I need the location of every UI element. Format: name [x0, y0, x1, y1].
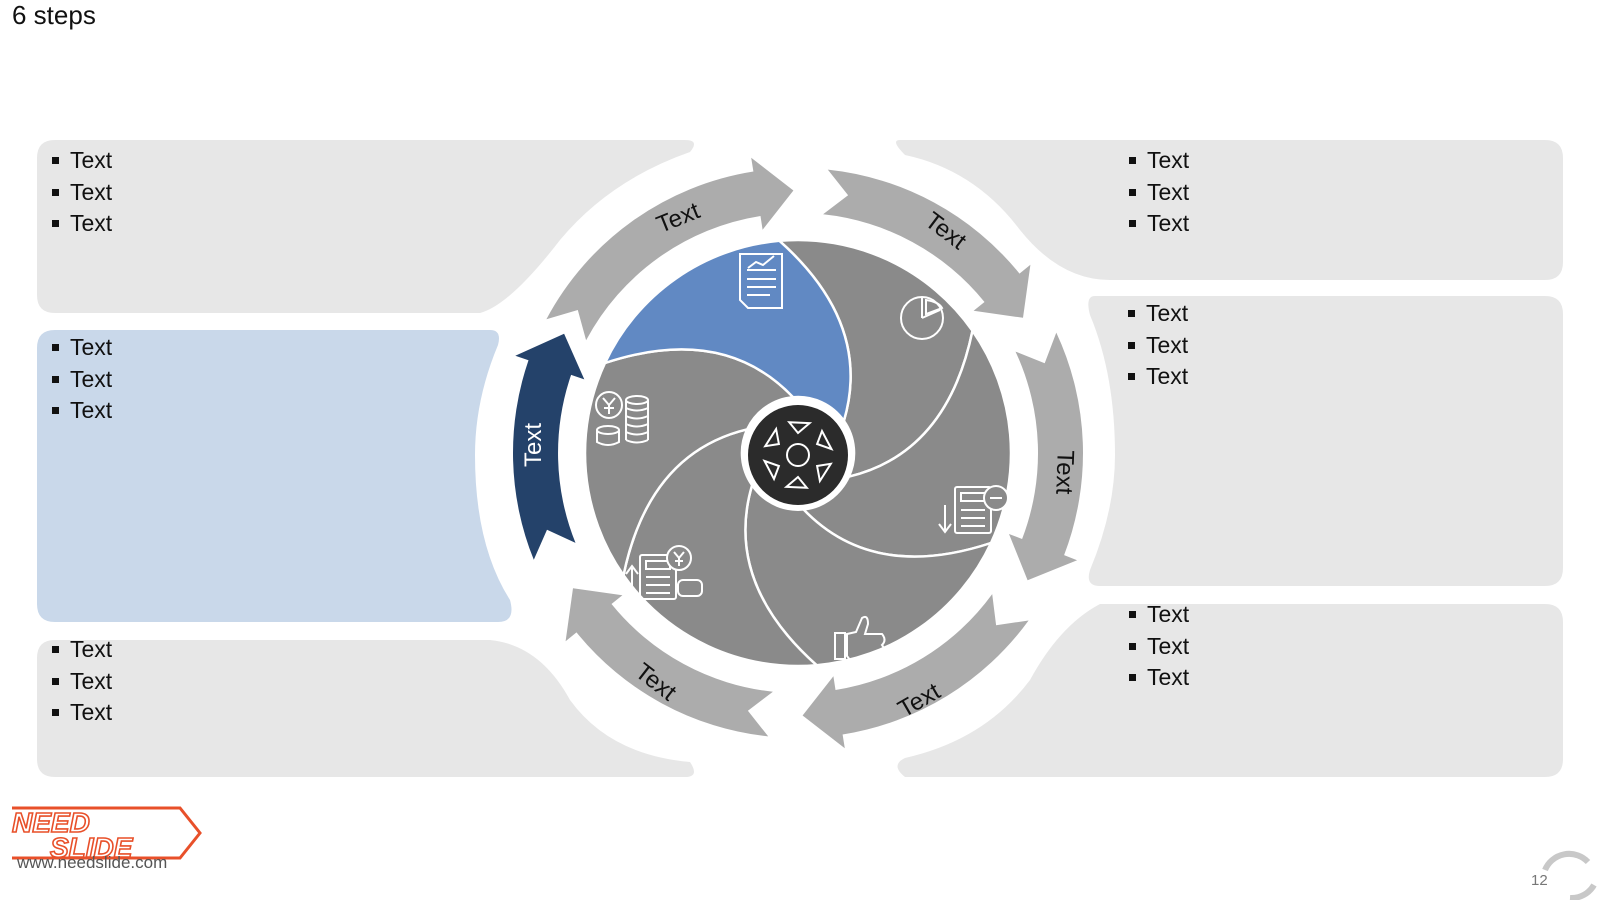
list-item: Text — [1127, 662, 1189, 694]
list-item: Text — [1127, 145, 1189, 177]
list-item: Text — [1127, 631, 1189, 663]
page-number: 12 — [1531, 872, 1548, 889]
outer-arrow-1 — [546, 157, 794, 341]
list-item: Text — [50, 634, 112, 666]
panel-top-left-shape — [37, 140, 694, 313]
panel-bottom-right-shape — [897, 604, 1563, 777]
brand-url: www.needslide.com — [17, 853, 168, 872]
panel-mid-left-shape — [37, 330, 512, 622]
hub — [748, 405, 848, 505]
pie-chart-icon — [900, 296, 944, 340]
hub-arrow — [763, 426, 781, 448]
panel-bottom-left-shape — [37, 640, 694, 777]
panel-mid-right: Text Text Text — [1126, 298, 1188, 393]
panel-top-right: Text Text Text — [1127, 145, 1189, 240]
list-item: Text — [50, 697, 112, 729]
hub-arrow — [815, 462, 833, 484]
list-item: Text — [1126, 330, 1188, 362]
calculator-yen-icon — [625, 545, 703, 600]
list-item: Text — [1127, 208, 1189, 240]
hub-arrow — [787, 421, 813, 435]
panel-top-left: Text Text Text — [50, 145, 112, 240]
thumbs-up-icon — [834, 615, 886, 661]
outer-arrow-ring — [512, 157, 1084, 749]
page-badge — [1542, 850, 1597, 900]
outer-arrow-4 — [802, 594, 1029, 749]
panel-top-right-shape — [896, 140, 1563, 280]
ring-label-3: Text — [1050, 450, 1079, 495]
list-item: Text — [1127, 599, 1189, 631]
list-item: Text — [50, 395, 112, 427]
svg-text:SLIDE: SLIDE — [50, 832, 134, 863]
list-item: Text — [50, 666, 112, 698]
calculator-minus-icon — [938, 485, 1009, 534]
outer-arrow-6 — [512, 333, 585, 560]
outer-arrow-5 — [565, 588, 773, 737]
slide-title: 6 steps — [12, 0, 96, 30]
list-item: Text — [50, 332, 112, 364]
panel-bottom-right: Text Text Text — [1127, 599, 1189, 694]
panel-mid-right-shape — [1088, 296, 1563, 586]
hub-arrow — [783, 475, 809, 489]
outer-arrow-3 — [1009, 332, 1084, 581]
gear-cycle-icon — [762, 421, 834, 489]
swirl-blades — [583, 238, 1013, 668]
needslide-logo: NEED SLIDE — [11, 806, 202, 864]
list-item: Text — [1126, 361, 1188, 393]
list-item: Text — [50, 177, 112, 209]
list-item: Text — [1126, 298, 1188, 330]
panel-mid-left: Text Text Text — [50, 332, 112, 427]
hub-arrow — [762, 459, 781, 482]
ring-label-6: Text — [520, 423, 547, 467]
svg-text:NEED: NEED — [12, 807, 90, 838]
list-item: Text — [50, 145, 112, 177]
yen-coins-icon — [595, 391, 649, 446]
list-item: Text — [50, 364, 112, 396]
hub-arrow — [815, 428, 834, 451]
swirl-blade-6 — [602, 239, 852, 424]
list-item: Text — [1127, 177, 1189, 209]
outer-arrow-2 — [823, 169, 1031, 318]
report-chart-icon — [739, 253, 783, 309]
panel-bottom-left: Text Text Text — [50, 634, 112, 729]
list-item: Text — [50, 208, 112, 240]
